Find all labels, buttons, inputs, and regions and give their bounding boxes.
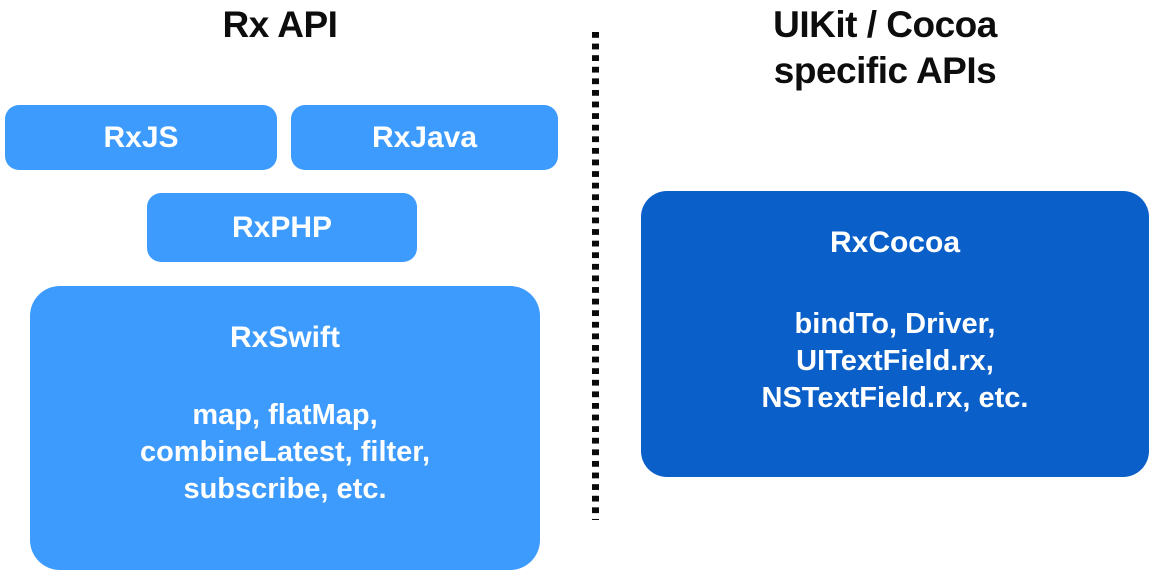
- card-rxcocoa-title: RxCocoa: [829, 226, 961, 259]
- card-rxcocoa-apis: bindTo, Driver, UITextField.rx, NSTextFi…: [761, 308, 1029, 414]
- card-rxphp[interactable]: RxPHP: [147, 193, 417, 262]
- dotted-divider: [592, 32, 599, 520]
- card-rxphp-title: RxPHP: [231, 210, 333, 244]
- card-rxswift-title: RxSwift: [229, 321, 340, 354]
- card-rxswift-operators: map, flatMap, combineLatest, filter, sub…: [139, 399, 431, 505]
- card-rxcocoa[interactable]: RxCocoa bindTo, Driver, UITextField.rx, …: [641, 191, 1149, 477]
- column-title-rx-api: Rx API: [222, 4, 338, 45]
- card-rxjava-title: RxJava: [371, 120, 478, 154]
- card-rxswift[interactable]: RxSwift map, flatMap, combineLatest, fil…: [30, 286, 540, 570]
- card-rxjava[interactable]: RxJava: [291, 105, 558, 170]
- card-rxjs-title: RxJS: [103, 120, 179, 154]
- column-title-uikit-cocoa: UIKit / Cocoa specific APIs: [773, 4, 997, 91]
- card-rxjs[interactable]: RxJS: [5, 105, 277, 170]
